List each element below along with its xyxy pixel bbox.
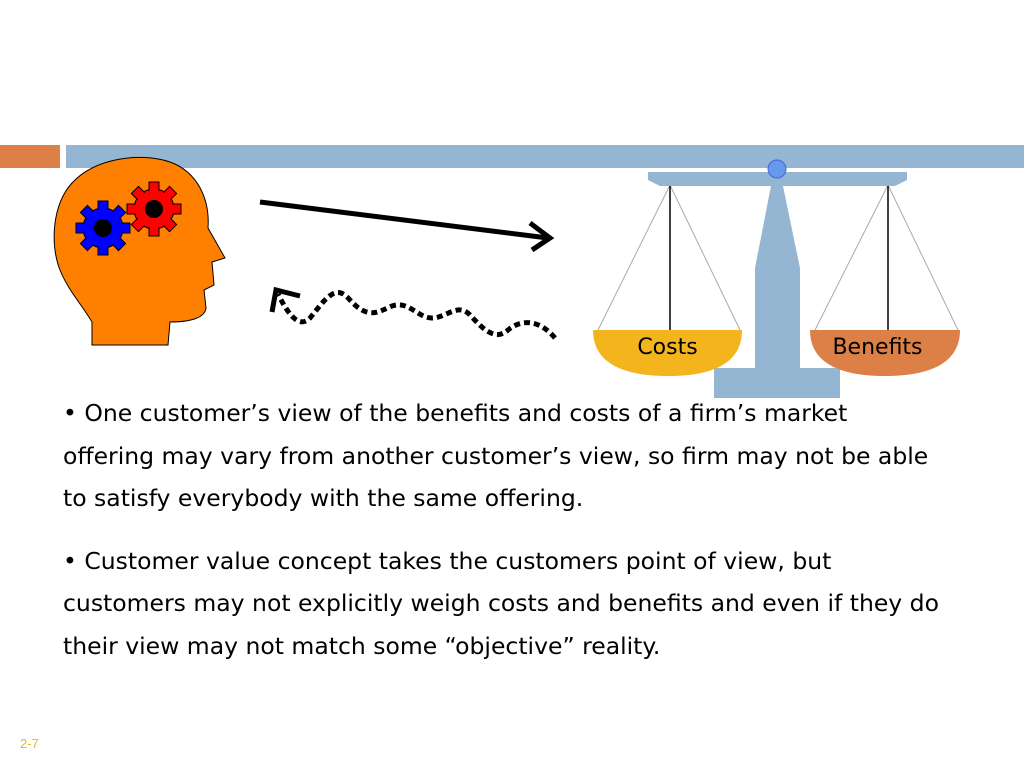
gear-blue-icon (75, 200, 131, 256)
straight-arrow-icon (259, 199, 555, 253)
costs-pan (593, 330, 742, 376)
bullet-2: • Customer value concept takes the custo… (63, 546, 939, 660)
wavy-arrow-icon (269, 286, 557, 340)
gear-red-icon (126, 181, 182, 237)
bullet-1: • One customer’s view of the benefits an… (63, 399, 929, 512)
benefits-pan (810, 330, 960, 376)
head-with-gears-icon (53, 156, 226, 346)
slide-body: • One customer’s view of the benefits an… (63, 392, 943, 687)
costs-label: Costs (637, 335, 698, 360)
accent-bar-orange (0, 145, 60, 168)
benefits-label: Benefits (832, 335, 923, 360)
balance-scale-icon (593, 159, 960, 398)
accent-bar-blue (66, 145, 1024, 168)
slide-number: 2-7 (20, 736, 39, 751)
illustration (53, 156, 960, 398)
